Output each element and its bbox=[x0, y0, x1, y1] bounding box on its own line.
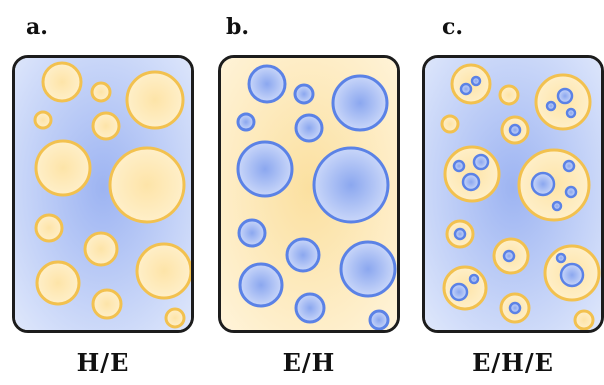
inner-droplet bbox=[470, 75, 482, 87]
inner-droplet bbox=[468, 273, 480, 285]
panel-a-letter: a. bbox=[26, 14, 48, 40]
inner-droplet bbox=[459, 82, 473, 96]
panel-a-caption: H/E bbox=[76, 348, 130, 377]
panel-b-diagram bbox=[221, 58, 397, 330]
droplet bbox=[83, 231, 119, 267]
inner-droplet bbox=[556, 87, 574, 105]
inner-droplet bbox=[551, 200, 563, 212]
droplet bbox=[35, 260, 81, 306]
panel-c-box bbox=[422, 55, 604, 333]
panel-c-letter: c. bbox=[442, 14, 464, 40]
droplet bbox=[339, 240, 397, 298]
droplet bbox=[108, 146, 186, 224]
droplet bbox=[135, 242, 191, 300]
droplet bbox=[293, 83, 315, 105]
droplet bbox=[236, 112, 256, 132]
inner-droplet bbox=[508, 123, 522, 137]
droplet bbox=[236, 140, 294, 198]
droplet bbox=[294, 113, 324, 143]
droplet bbox=[125, 70, 185, 130]
inner-droplet bbox=[565, 107, 577, 119]
droplet bbox=[164, 307, 186, 329]
outer-droplet bbox=[573, 309, 595, 330]
panel-a-box bbox=[12, 55, 194, 333]
droplet bbox=[238, 262, 284, 308]
inner-droplet bbox=[530, 171, 556, 197]
droplet bbox=[34, 213, 64, 243]
inner-droplet bbox=[562, 159, 576, 173]
droplet bbox=[91, 111, 121, 141]
droplet bbox=[34, 139, 92, 197]
inner-droplet bbox=[453, 227, 467, 241]
outer-droplet bbox=[440, 114, 460, 134]
inner-droplet bbox=[564, 185, 578, 199]
inner-droplet bbox=[508, 301, 522, 315]
droplet bbox=[294, 292, 326, 324]
panel-b-box bbox=[218, 55, 400, 333]
inner-droplet bbox=[449, 282, 469, 302]
droplet bbox=[90, 81, 112, 103]
droplet bbox=[312, 146, 390, 224]
inner-droplet bbox=[502, 249, 516, 263]
panel-a-diagram bbox=[15, 58, 191, 330]
outer-droplet bbox=[450, 63, 492, 105]
droplet bbox=[285, 237, 321, 273]
inner-droplet bbox=[452, 159, 466, 173]
droplet bbox=[41, 61, 83, 103]
droplet bbox=[368, 309, 390, 330]
panel-c-diagram bbox=[425, 58, 601, 330]
inner-droplet bbox=[472, 153, 490, 171]
panel-c-caption: E/H/E bbox=[472, 348, 554, 377]
droplet bbox=[91, 288, 123, 320]
panel-b-letter: b. bbox=[226, 14, 250, 40]
droplet bbox=[331, 74, 389, 132]
inner-droplet bbox=[555, 252, 567, 264]
droplet bbox=[33, 110, 53, 130]
droplet bbox=[247, 64, 287, 104]
inner-droplet bbox=[545, 100, 557, 112]
inner-droplet bbox=[461, 172, 481, 192]
outer-droplet bbox=[498, 84, 520, 106]
panel-b-caption: E/H bbox=[282, 348, 336, 377]
inner-droplet bbox=[559, 262, 585, 288]
droplet bbox=[237, 218, 267, 248]
